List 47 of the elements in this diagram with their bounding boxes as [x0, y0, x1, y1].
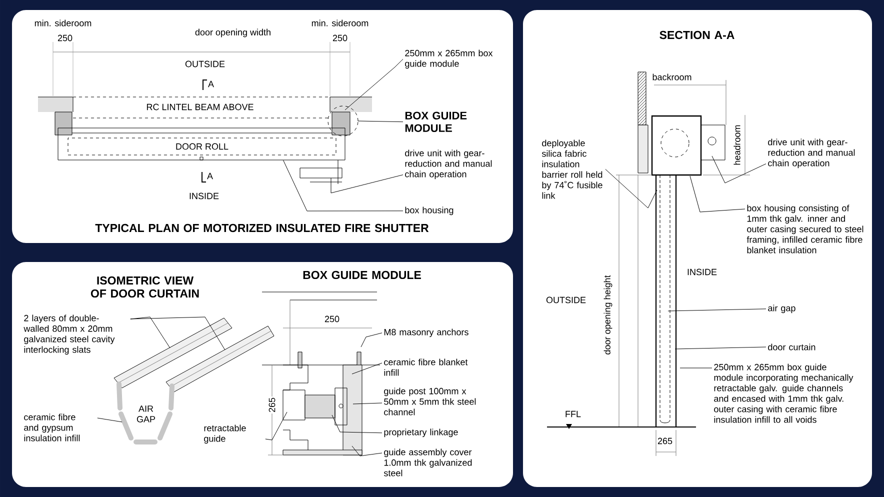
leader-line [690, 176, 746, 212]
callout-text: 250mm x 265mm box guide module incorporating mechanically retractable galv. guide channels and encased with 1mm thk galv. outer casing with ceramic fibre insulation infill to all voids [714, 364, 854, 423]
leader-line [130, 316, 226, 350]
drawing-label: headroom [732, 124, 742, 166]
callout-text: box housing consisting of 1mm thk galv. inner and outer casing secured to steel framing, infilled ceramic fibre blanket insulation [746, 204, 864, 254]
door-roll: DOOR ROLL [68, 138, 336, 156]
callout-text: 2 layers of double-walled 80mm x 20mm galvanized steel cavity interlocking slats [24, 314, 115, 355]
callout-text: ceramic fibre and gypsum insulation infill [24, 414, 80, 442]
callout-text: ceramic fibre blanket infill [384, 358, 468, 376]
drawing-label: backroom [651, 72, 693, 82]
leader-line [674, 346, 766, 350]
callout-text: guide assembly cover 1.0mm thk galvanized steel [384, 448, 472, 476]
leader-line [330, 174, 404, 194]
leader-line [358, 120, 404, 122]
callout-text: air gap [768, 304, 796, 314]
leader-line [332, 414, 382, 434]
callout-text: 250mm x 265mm box guide module [405, 50, 493, 69]
callout-text: door curtain [768, 344, 816, 350]
callout-text: deployable silica fabric insulation barrier roll held by 74˚C fusible link [542, 140, 602, 199]
drawing-label: min. sideroom [310, 18, 370, 28]
drawing-label: min. sideroom [33, 18, 93, 28]
leader-line [360, 332, 382, 348]
drawing-label: door opening height [602, 274, 614, 356]
leader-line [352, 446, 382, 456]
callout-text: guide post 100mm x 50mm x 5mm thk steel channel [384, 388, 476, 416]
leader-line [97, 418, 122, 422]
leader-line [352, 362, 382, 374]
drawing-label: AIR GAP [132, 404, 160, 424]
panel-title: ISOMETRIC VIEW OF DOOR CURTAIN [90, 276, 199, 298]
leader-line [344, 58, 404, 110]
callout-text: proprietary linkage [384, 428, 458, 438]
panel-title: TYPICAL PLAN OF MOTORIZED INSULATED FIRE SHUTTER [95, 224, 429, 232]
leader-line [712, 156, 766, 184]
leader-line [283, 160, 404, 212]
callout-text: box housing [405, 206, 454, 216]
callout-text: retractable guide [204, 424, 246, 444]
callout-text: M8 masonry anchors [384, 328, 468, 338]
leader-line [352, 402, 382, 404]
leader-line [265, 412, 288, 440]
housing-outline [58, 128, 346, 160]
callout-text: BOX GUIDE MODULE [405, 112, 467, 132]
callout-text: drive unit with gear-reduction and manual chain operation [768, 138, 855, 168]
callout-text: drive unit with gear-reduction and manual chain operation [405, 150, 492, 180]
leader-line [605, 168, 658, 208]
leader-line [668, 308, 766, 312]
panel-title: SECTION A-A [660, 30, 734, 40]
panel-title: BOX GUIDE MODULE [303, 270, 421, 280]
